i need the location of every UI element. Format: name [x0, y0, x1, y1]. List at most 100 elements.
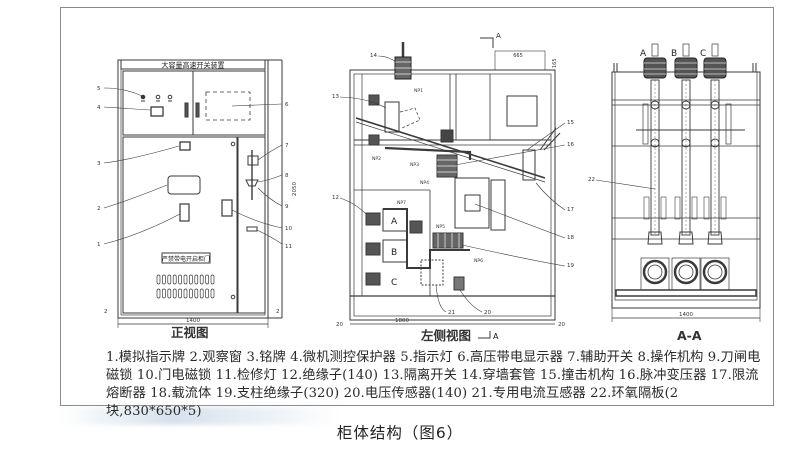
callout-7: 7: [285, 143, 289, 149]
busbar: [384, 146, 472, 160]
legend-item: 19.支柱绝缘子(320): [215, 386, 340, 401]
node-label-np5: NP5: [436, 224, 445, 230]
node-label-np6: NP6: [474, 258, 483, 264]
vent-slot: [194, 288, 199, 299]
aa-phase-a: A: [640, 49, 647, 59]
front-height-dim: 2050: [292, 182, 298, 196]
front-leaders: [103, 87, 283, 245]
callout-22: 22: [588, 177, 595, 183]
legend-item: 8.操作机构: [637, 350, 704, 365]
ventilation-slots: [156, 274, 215, 299]
front-view-title: 正视图: [171, 325, 209, 340]
callout-13: 13: [332, 94, 339, 100]
callout-3: 3: [97, 161, 101, 167]
phase-label-b: B: [391, 248, 397, 258]
vent-slot: [167, 274, 172, 285]
side-width-dim: 1800: [395, 318, 409, 324]
legend-item: 16.脉冲变压器: [618, 368, 707, 383]
front-callouts: 5 4 3 2 1 6 7 8 9 10 11: [97, 86, 292, 250]
panel-title: 大容量高速开关装置: [162, 61, 225, 70]
front-width-dim: 1400: [186, 318, 200, 324]
side-right-dim: 20: [558, 322, 565, 328]
legend-item: 9.刀闸电磁锁: [106, 350, 761, 383]
vent-slot: [210, 274, 215, 285]
callout-17: 17: [567, 207, 574, 213]
epoxy-base: [615, 289, 757, 297]
node-labels: NP1 NP2 NP3 NP4 NP5 NP6 NP7: [372, 88, 483, 264]
vent-slot: [183, 274, 188, 285]
mimic-indicator: [179, 203, 190, 222]
side-compartment: [237, 136, 266, 314]
vent-slot: [199, 288, 204, 299]
hv-display: [205, 91, 251, 121]
top-width-dim: 665: [513, 53, 523, 59]
section-view: A B C 22 1400: [588, 43, 761, 322]
legend-item: 18.载流体: [150, 386, 212, 401]
callout-18: 18: [567, 235, 574, 241]
legend-item: 5.指示灯: [400, 350, 453, 365]
observation-window: [167, 175, 201, 195]
side-view: A B C A A 665 165 1800 20 20 NP1 NP2 NP3…: [332, 32, 574, 341]
carrier-core: [464, 194, 481, 212]
current-transformer: [420, 259, 444, 286]
node-label-np1: NP1: [414, 88, 423, 94]
inspection-window: [506, 95, 538, 127]
front-left-dim: 2: [104, 309, 108, 315]
callout-9: 9: [285, 204, 289, 210]
callout-8: 8: [285, 173, 289, 179]
vent-slot: [172, 274, 177, 285]
door-handle-right: [195, 102, 200, 118]
side-leaders: [339, 55, 566, 313]
vent-slot: [210, 288, 215, 299]
linkage-rod: [355, 117, 546, 179]
vent-slot: [172, 288, 177, 299]
section-view-title: A-A: [677, 328, 702, 343]
door-bolt-top: [230, 141, 236, 147]
door-handle-left: [184, 102, 189, 118]
section-marker-bottom: [478, 331, 491, 339]
top-box-dim: [494, 50, 546, 71]
callout-2: 2: [97, 206, 101, 212]
legend-item: 20.电压传感器(140): [343, 386, 468, 401]
insulator-mid: [368, 134, 380, 146]
figure-caption: 柜体结构（图6）: [336, 424, 464, 442]
maintenance-lamp: [246, 226, 258, 232]
legend-item: 14.穿墙套管: [461, 368, 536, 383]
vent-slot: [205, 274, 209, 285]
callout-20: 20: [484, 310, 491, 316]
upper-door-left: [122, 70, 194, 136]
section-leader: [595, 179, 656, 190]
upper-door-right: [192, 70, 266, 136]
striker-mechanism: [522, 149, 536, 181]
phase-label-a: A: [391, 217, 398, 227]
section-phase-labels: A B C: [640, 49, 706, 59]
aa-phase-b: B: [671, 49, 677, 59]
isolating-switch: [384, 101, 400, 133]
aa-phase-c: C: [700, 49, 706, 59]
legend-item: 6.高压带电显示器: [457, 350, 563, 365]
voltage-sensor: [453, 276, 465, 291]
node-label-np3: NP3: [410, 162, 419, 168]
section-mark-bottom: A: [493, 332, 499, 341]
warning-plate: 严禁带电开启柜门: [162, 255, 210, 263]
side-view-title: 左侧视图: [421, 328, 472, 343]
vent-slot: [189, 288, 193, 299]
lower-door: [122, 136, 238, 314]
callout-1: 1: [97, 242, 101, 248]
mechanism-head: [245, 179, 259, 187]
current-carrier: [454, 177, 490, 229]
door-magnetic-lock: [221, 199, 233, 217]
vent-slot: [183, 288, 188, 299]
nameplate: [179, 141, 191, 151]
legend-item: 7.辅助开关: [567, 350, 634, 365]
side-callouts: 14 13 12 15 16 17 18 19 20 21: [332, 53, 574, 316]
panel-title-band: [120, 59, 266, 70]
vent-slot: [189, 274, 193, 285]
callout-19: 19: [567, 263, 574, 269]
post-insulator: [432, 232, 464, 249]
frame-shadow: [60, 407, 340, 425]
legend-item: 12.绝缘子(140): [281, 368, 379, 383]
node-label-np2: NP2: [372, 156, 381, 162]
legend-item: 2.观察窗: [189, 350, 243, 365]
